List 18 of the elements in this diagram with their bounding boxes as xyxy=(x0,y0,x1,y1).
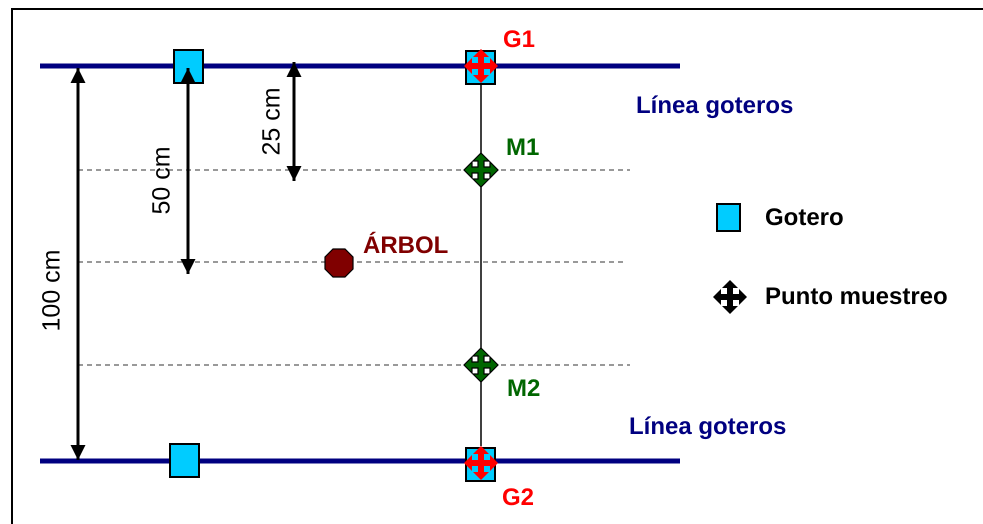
connector-line xyxy=(480,187,482,348)
dimension-label: 100 cm xyxy=(40,249,64,331)
dimension-label: 50 cm xyxy=(150,146,175,214)
sampling-point-cross xyxy=(464,348,498,382)
point-label: M1 xyxy=(506,136,540,160)
legend-label: Punto muestreo xyxy=(765,285,948,309)
connector-line xyxy=(480,382,482,446)
point-label: M2 xyxy=(507,377,540,401)
drip-line-label: Línea goteros xyxy=(629,415,786,439)
drip-line-label: Línea goteros xyxy=(636,94,794,118)
point-label: G1 xyxy=(503,28,536,52)
point-label: G2 xyxy=(502,486,534,510)
connector-line xyxy=(480,83,482,153)
dimension-label: 25 cm xyxy=(260,86,285,156)
tree-octagon xyxy=(325,249,353,277)
legend-label: Gotero xyxy=(765,206,844,230)
tree-label: ÁRBOL xyxy=(363,234,448,258)
sampling-point-cross xyxy=(464,153,498,187)
